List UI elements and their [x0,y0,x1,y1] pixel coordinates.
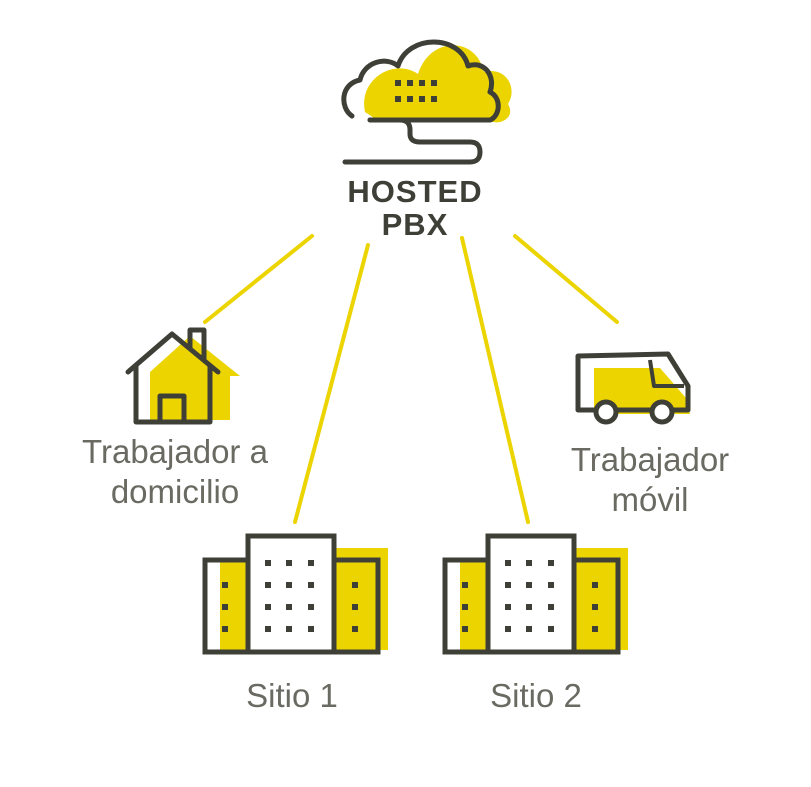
mobile-worker-label-line1: Trabajador [570,441,730,478]
connector-mobile-worker [513,234,619,324]
connector-home-worker [203,234,314,324]
office-buildings-icon-site1 [202,533,388,655]
home-worker-label-line1: Trabajador a [82,433,268,470]
cloud-icon [341,39,512,165]
connector-site1 [293,243,370,524]
mobile-worker-label-line2: móvil [611,481,689,519]
connector-site2 [460,236,530,524]
office-buildings-icon-site2 [442,533,628,655]
home-worker-label: Trabajador a domicilio [70,432,280,513]
mobile-worker-label: Trabajador móvil [555,440,745,521]
site2-label: Sitio 2 [490,677,582,714]
home-worker-label-line2: domicilio [110,473,240,511]
van-icon [575,351,691,425]
hub-title: HOSTED PBX [330,174,500,242]
house-icon [125,327,240,425]
hub-title-line2: PBX [381,206,449,242]
site1-label: Sitio 1 [246,677,338,714]
hub-title-line1: HOSTED [347,174,483,209]
